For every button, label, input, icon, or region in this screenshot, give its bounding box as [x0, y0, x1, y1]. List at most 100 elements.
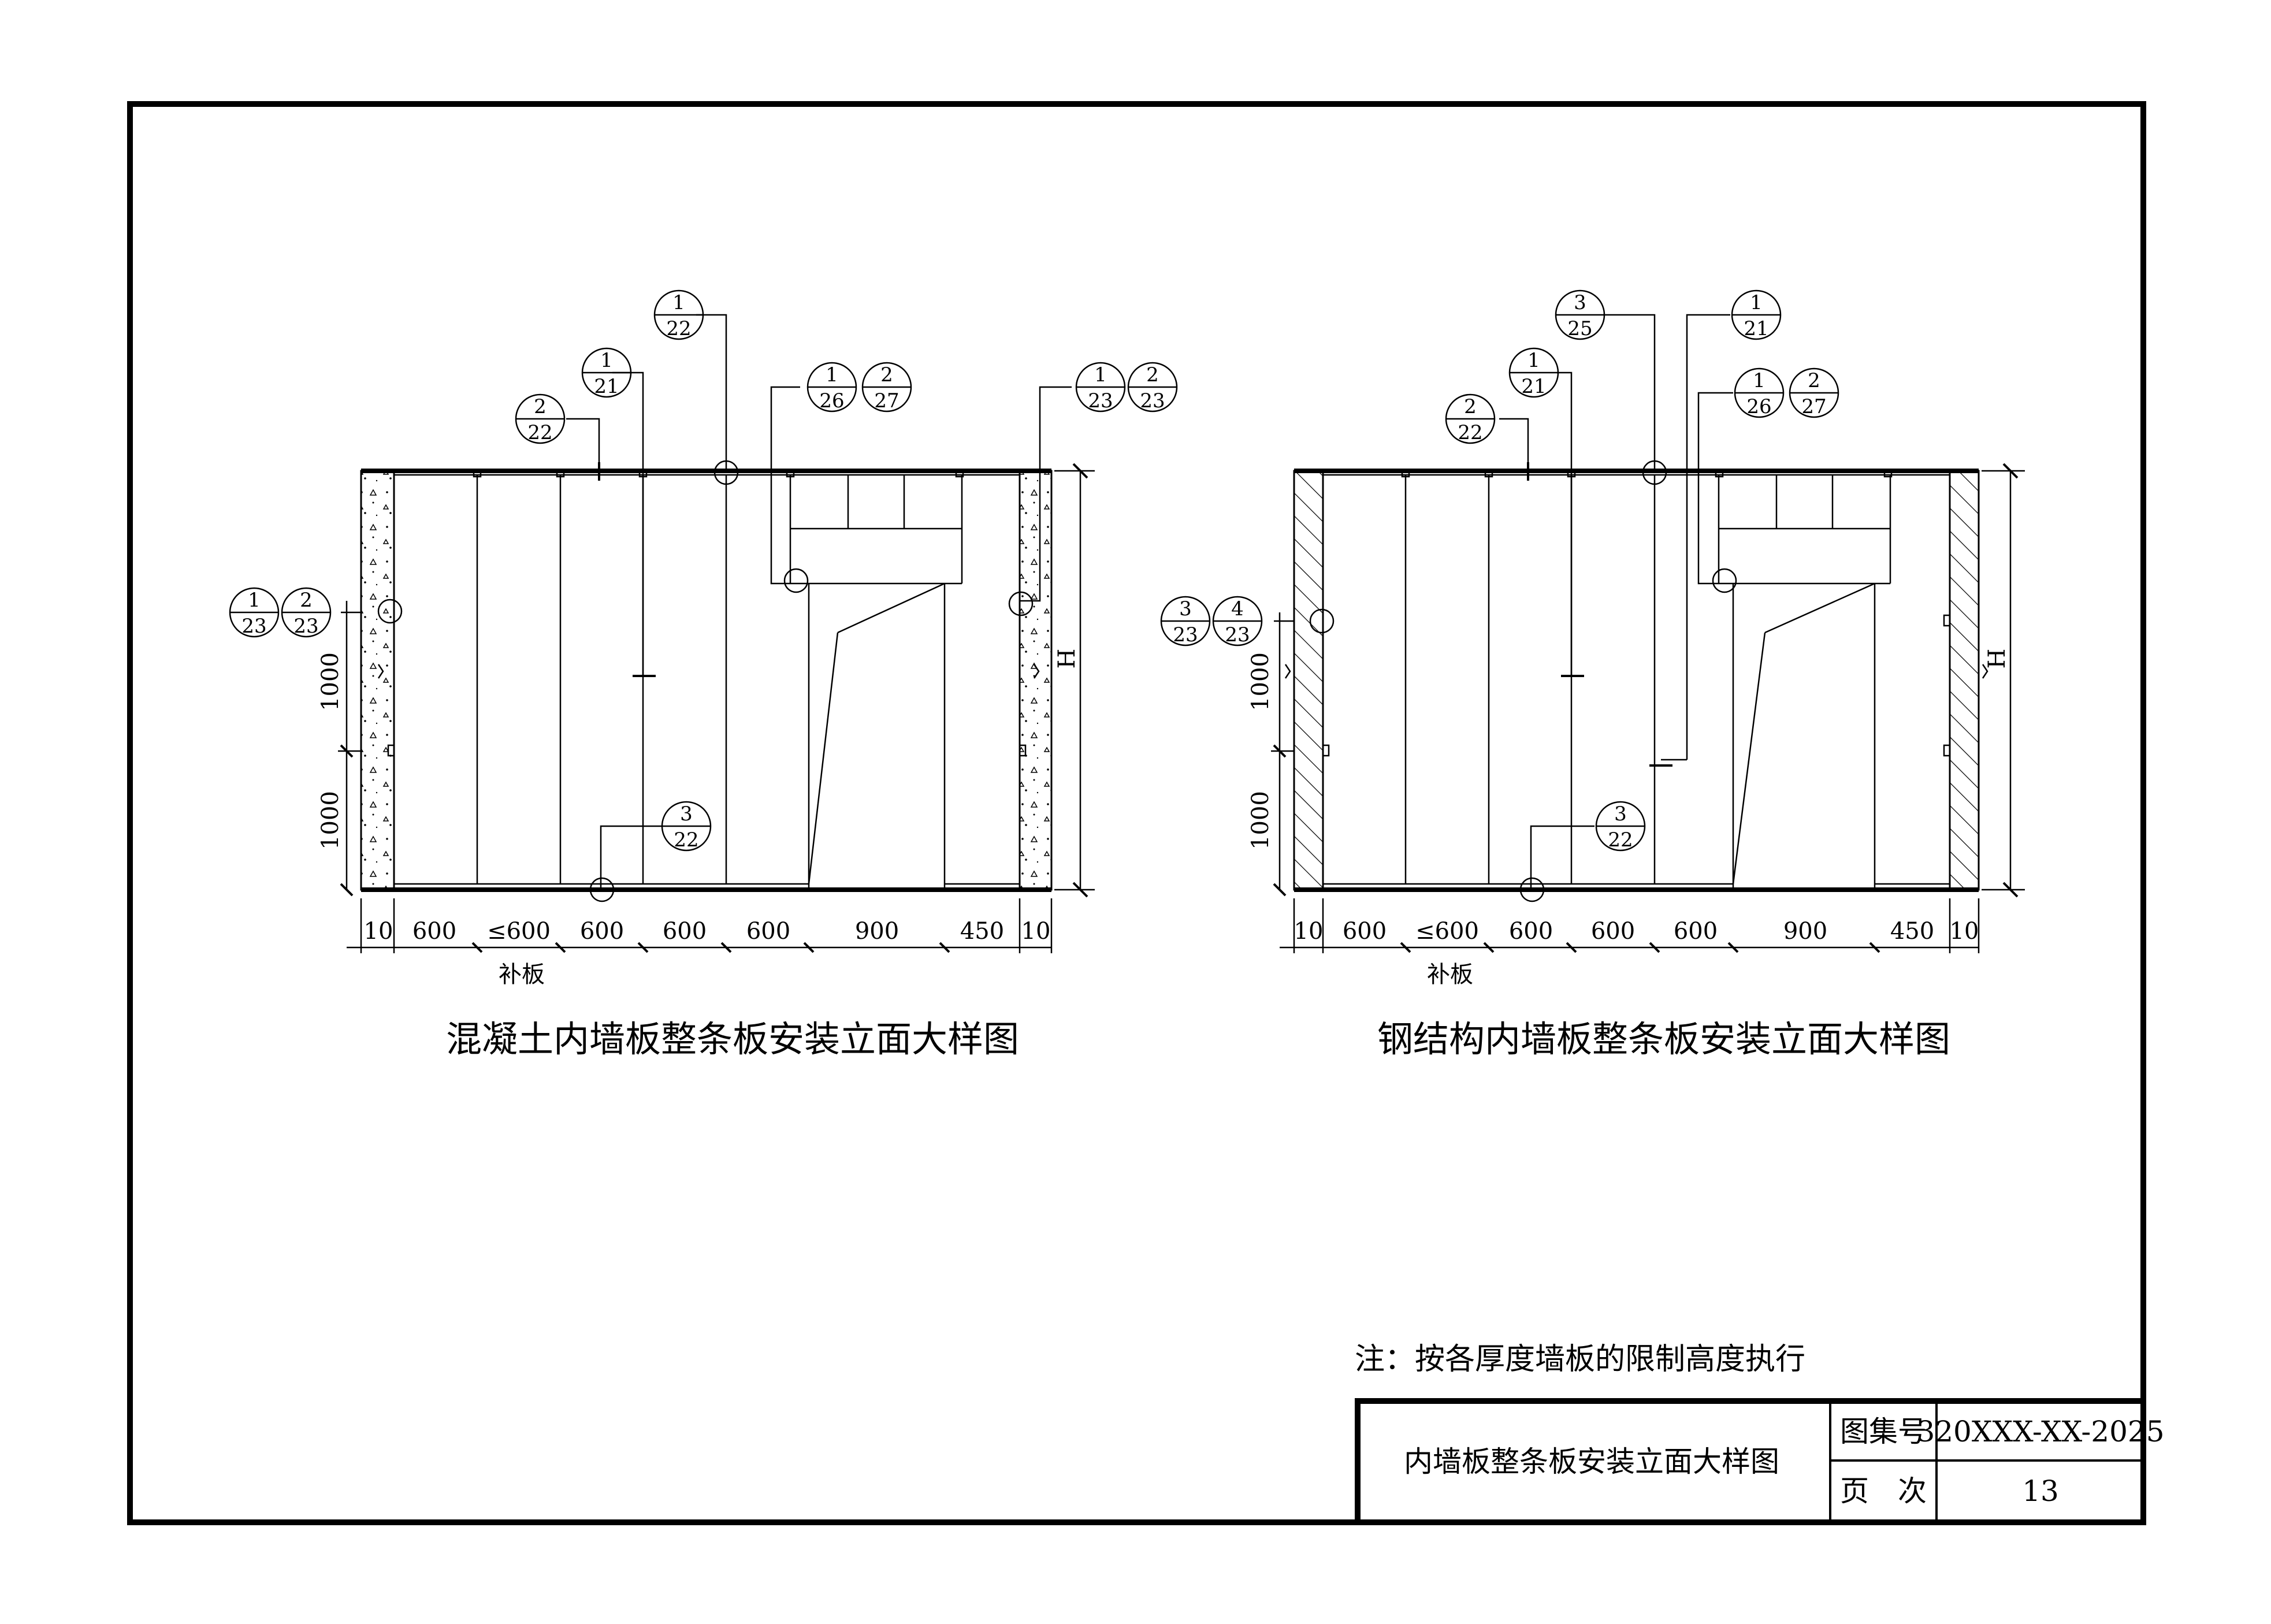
svg-text:23: 23 — [293, 615, 318, 638]
detail-bubble-3-25[interactable]: 3 25 — [1555, 289, 1605, 340]
ref-circle — [589, 877, 615, 902]
svg-text:1: 1 — [600, 349, 613, 372]
svg-text:≤600: ≤600 — [487, 918, 551, 945]
detail-bubble-left-4-23[interactable]: 4 23 — [1212, 596, 1263, 646]
svg-text:10: 10 — [364, 918, 393, 945]
svg-text:3: 3 — [680, 802, 693, 826]
svg-text:600: 600 — [412, 918, 456, 945]
svg-text:21: 21 — [594, 375, 619, 398]
svg-text:900: 900 — [855, 918, 899, 945]
svg-text:26: 26 — [819, 389, 844, 412]
svg-text:2: 2 — [534, 395, 547, 418]
svg-text:600: 600 — [746, 918, 790, 945]
svg-text:10: 10 — [1021, 918, 1051, 945]
svg-text:1000: 1000 — [317, 791, 344, 850]
detail-bubble-right-2-23[interactable]: 2 23 — [1127, 362, 1178, 412]
left-drawing-title: 混凝土内墙板整条板安装立面大样图 — [446, 1018, 1019, 1060]
ref-circle — [1519, 877, 1545, 902]
detail-bubble-2-27[interactable]: 2 27 — [1789, 367, 1839, 418]
svg-text:1000: 1000 — [1247, 791, 1274, 850]
detail-bubble-2-27[interactable]: 2 27 — [861, 362, 912, 412]
svg-text:4: 4 — [1231, 597, 1244, 620]
svg-text:450: 450 — [1890, 918, 1934, 945]
svg-text:补板: 补板 — [1427, 961, 1473, 988]
left-steel-wall — [1293, 470, 1324, 891]
bottom-dimensions: 10 600 ≤600 600 600 600 900 450 10 补板 — [1280, 898, 1980, 988]
svg-text:450: 450 — [960, 918, 1004, 945]
svg-text:1: 1 — [1094, 363, 1107, 387]
svg-text:1000: 1000 — [317, 652, 344, 711]
atlas-label: 图集号 — [1840, 1415, 1927, 1448]
svg-text:600: 600 — [580, 918, 624, 945]
side-dimensions: 1000 1000 — [317, 601, 361, 897]
svg-text:22: 22 — [666, 317, 691, 340]
right-concrete-wall — [1019, 470, 1053, 891]
detail-bubble-3-22[interactable]: 3 22 — [661, 801, 712, 852]
detail-bubble-1-21-top[interactable]: 1 21 — [1731, 289, 1782, 340]
svg-text:21: 21 — [1521, 375, 1546, 398]
svg-text:600: 600 — [1343, 918, 1387, 945]
bottom-dimensions: 10 600 ≤600 600 600 600 900 450 10 补板 — [347, 898, 1053, 988]
detail-bubble-3-22[interactable]: 3 22 — [1595, 801, 1646, 852]
ref-circle — [1712, 568, 1737, 593]
left-elevation: 1 22 1 21 2 22 1 26 2 27 — [229, 289, 1178, 1060]
ref-circle — [1309, 608, 1335, 634]
svg-text:1000: 1000 — [1247, 652, 1274, 711]
svg-text:1: 1 — [248, 589, 261, 612]
detail-bubble-1-22[interactable]: 1 22 — [653, 289, 704, 340]
right-drawing-title: 钢结构内墙板整条板安装立面大样图 — [1377, 1018, 1950, 1060]
detail-bubble-1-26[interactable]: 1 26 — [1734, 367, 1785, 418]
detail-bubble-1-26[interactable]: 1 26 — [806, 362, 857, 412]
page-value: 13 — [2022, 1474, 2059, 1508]
svg-text:3: 3 — [1614, 802, 1627, 826]
svg-text:10: 10 — [1950, 918, 1979, 945]
svg-text:600: 600 — [1591, 918, 1635, 945]
side-dimensions: 1000 1000 — [1247, 612, 1294, 897]
svg-text:1: 1 — [1753, 369, 1765, 392]
svg-text:H: H — [1984, 649, 2010, 669]
svg-text:2: 2 — [1808, 369, 1820, 392]
svg-text:22: 22 — [527, 421, 552, 444]
svg-text:25: 25 — [1567, 317, 1592, 340]
svg-text:H: H — [1054, 649, 1080, 669]
svg-text:23: 23 — [1225, 623, 1250, 646]
door-opening — [789, 475, 963, 890]
detail-bubble-left-3-23[interactable]: 3 23 — [1160, 596, 1211, 646]
detail-bubble-2-22[interactable]: 2 22 — [1445, 393, 1496, 444]
right-leaders — [1274, 314, 1733, 890]
atlas-value: 320XXX-XX-2025 — [1916, 1415, 2164, 1448]
svg-text:23: 23 — [241, 615, 266, 638]
general-note: 注：按各厚度墙板的限制高度执行 — [1355, 1342, 1805, 1377]
detail-bubble-1-21[interactable]: 1 21 — [1508, 347, 1559, 398]
svg-text:1: 1 — [826, 363, 838, 387]
svg-text:23: 23 — [1140, 389, 1165, 412]
ref-circle — [1642, 460, 1667, 485]
svg-text:900: 900 — [1783, 918, 1827, 945]
detail-bubble-2-22[interactable]: 2 22 — [515, 393, 566, 444]
panel-joints — [473, 462, 964, 884]
svg-text:600: 600 — [1509, 918, 1553, 945]
svg-text:27: 27 — [1801, 395, 1826, 418]
left-concrete-wall — [360, 470, 395, 891]
svg-text:2: 2 — [880, 363, 893, 387]
detail-bubble-left-2-23[interactable]: 2 23 — [281, 587, 332, 638]
svg-text:≤600: ≤600 — [1415, 918, 1479, 945]
page-label: 页 次 — [1840, 1474, 1927, 1508]
ref-circle — [377, 599, 403, 624]
detail-bubble-right-1-23[interactable]: 1 23 — [1075, 362, 1126, 412]
svg-text:23: 23 — [1088, 389, 1113, 412]
svg-text:10: 10 — [1294, 918, 1324, 945]
svg-text:600: 600 — [1674, 918, 1718, 945]
svg-text:27: 27 — [874, 389, 899, 412]
ref-circle — [783, 568, 809, 593]
detail-bubble-left-1-23[interactable]: 1 23 — [229, 587, 280, 638]
svg-text:1: 1 — [1750, 291, 1763, 314]
svg-text:23: 23 — [1173, 623, 1198, 646]
right-elevation: 3 25 1 21 1 21 2 22 1 26 — [1160, 289, 2025, 1060]
svg-text:补板: 补板 — [499, 961, 545, 988]
detail-bubble-1-21[interactable]: 1 21 — [581, 347, 632, 398]
svg-text:2: 2 — [1146, 363, 1159, 387]
door-opening — [1718, 475, 1891, 890]
svg-text:2: 2 — [1464, 395, 1477, 418]
